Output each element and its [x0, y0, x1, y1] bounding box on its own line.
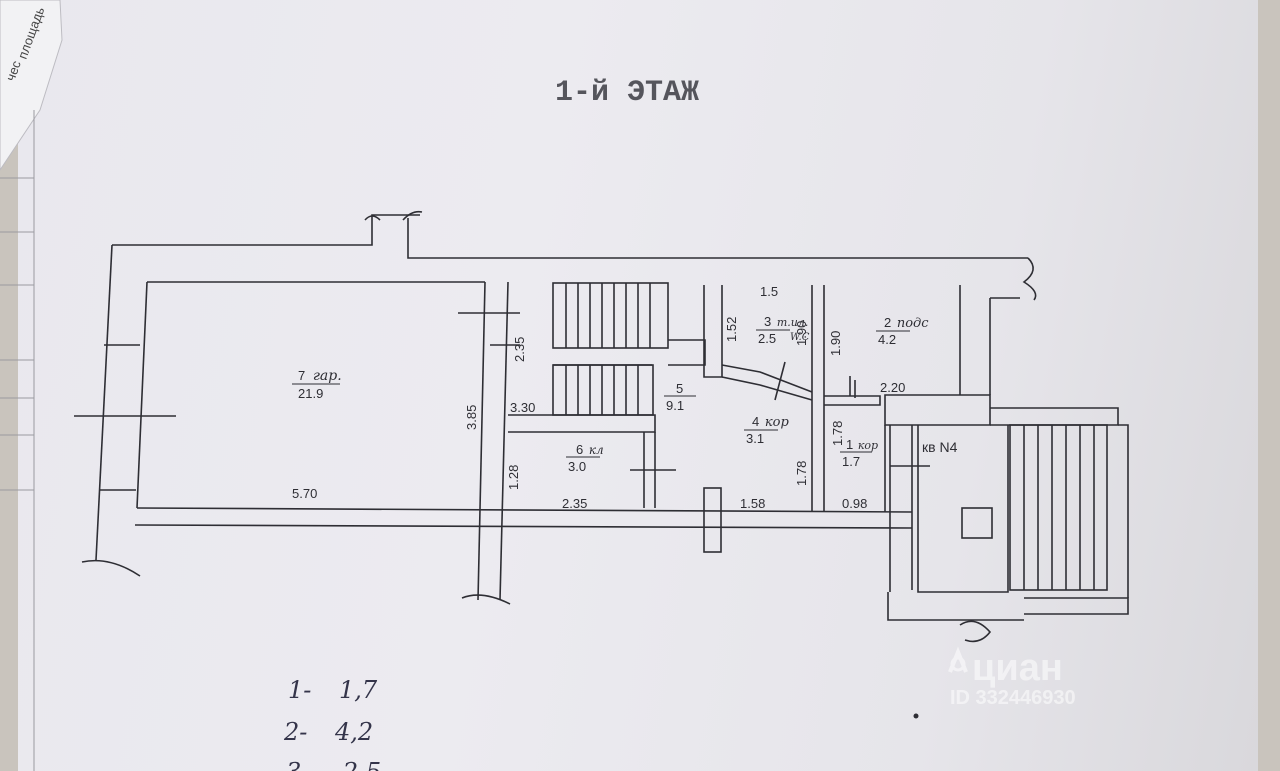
- room-4-label: 4 кор: [752, 414, 789, 430]
- dim-2-20: 2.20: [880, 380, 905, 395]
- watermark-brand: циан: [972, 647, 1063, 689]
- outer-wall-bottom: [136, 507, 913, 513]
- dim-0-98: 0.98: [842, 496, 867, 511]
- watermark-id: ID 332446930: [950, 687, 1076, 709]
- apartment-label: кв N4: [922, 439, 958, 455]
- staircase-upper: [552, 282, 669, 366]
- dim-1-78-a: 1.78: [830, 421, 845, 446]
- dim-5-70: 5.70: [292, 486, 317, 501]
- room-6-area: 3.0: [568, 459, 586, 474]
- cian-watermark: циан ID 332446930: [948, 646, 1076, 709]
- dim-1-78-b: 1.78: [794, 461, 809, 486]
- room-5-area: 9.1: [666, 398, 684, 413]
- dim-2-35-horizontal: 2.35: [562, 496, 587, 511]
- room-2-area: 4.2: [878, 332, 896, 347]
- staircase-entrance: [1009, 424, 1108, 591]
- handwritten-area-list: 1- 1,7 2- 4,2 3 2,5: [283, 676, 381, 771]
- dim-1-58: 1.58: [740, 496, 765, 511]
- dim-1-5: 1.5: [760, 284, 778, 299]
- dim-1-90-a: 1.90: [794, 321, 809, 346]
- cian-logo-icon: [948, 646, 968, 673]
- room-6-label: 6 кл: [576, 442, 604, 457]
- folded-paper-corner: площадь чес: [0, 0, 63, 771]
- ink-dot: [913, 713, 919, 719]
- garage-right-wall: [477, 281, 486, 601]
- corner-fragment-2: чес: [3, 58, 24, 83]
- handwritten-item-2: 2- 4,2: [283, 718, 373, 746]
- room-3-area: 2.5: [758, 331, 776, 346]
- room-3-annotation: W.C: [790, 332, 810, 343]
- dim-1-52: 1.52: [724, 317, 739, 342]
- chimney-square: [961, 507, 993, 539]
- room-2-label: 2 подс: [884, 315, 929, 331]
- room-4-area: 3.1: [746, 431, 764, 446]
- dim-3-30: 3.30: [510, 400, 535, 415]
- dim-1-90-b: 1.90: [828, 331, 843, 356]
- outer-wall-top: [407, 218, 1028, 259]
- door-block: [703, 487, 722, 553]
- dimension-labels: 5.70 3.85 2.35 3.30 1.28 2.35 1.52 1.5 1…: [292, 284, 905, 511]
- room-labels: 7 гар. 21.9 5 9.1 3 т.ил. 2.5 W.C 2 подс…: [292, 314, 958, 474]
- handwritten-item-1: 1- 1,7: [288, 676, 378, 704]
- dim-1-28: 1.28: [506, 465, 521, 490]
- handwritten-item-3: 3 2,5: [286, 758, 381, 771]
- page-title: 1-й ЭТАЖ: [555, 76, 699, 110]
- staircase-lower: [552, 364, 654, 416]
- outer-wall-left: [95, 244, 113, 561]
- room-5-label: 5: [676, 381, 683, 396]
- dim-2-35-vertical: 2.35: [512, 337, 527, 362]
- outer-wall-top-left: [112, 214, 420, 246]
- room-3-label: 3 т.ил.: [764, 314, 808, 329]
- dim-3-85: 3.85: [464, 405, 479, 430]
- room-1-label: 1 кор: [846, 437, 878, 452]
- room-7-area: 21.9: [298, 386, 323, 401]
- room-7-label: 7 гар.: [298, 368, 342, 384]
- room-1-area: 1.7: [842, 454, 860, 469]
